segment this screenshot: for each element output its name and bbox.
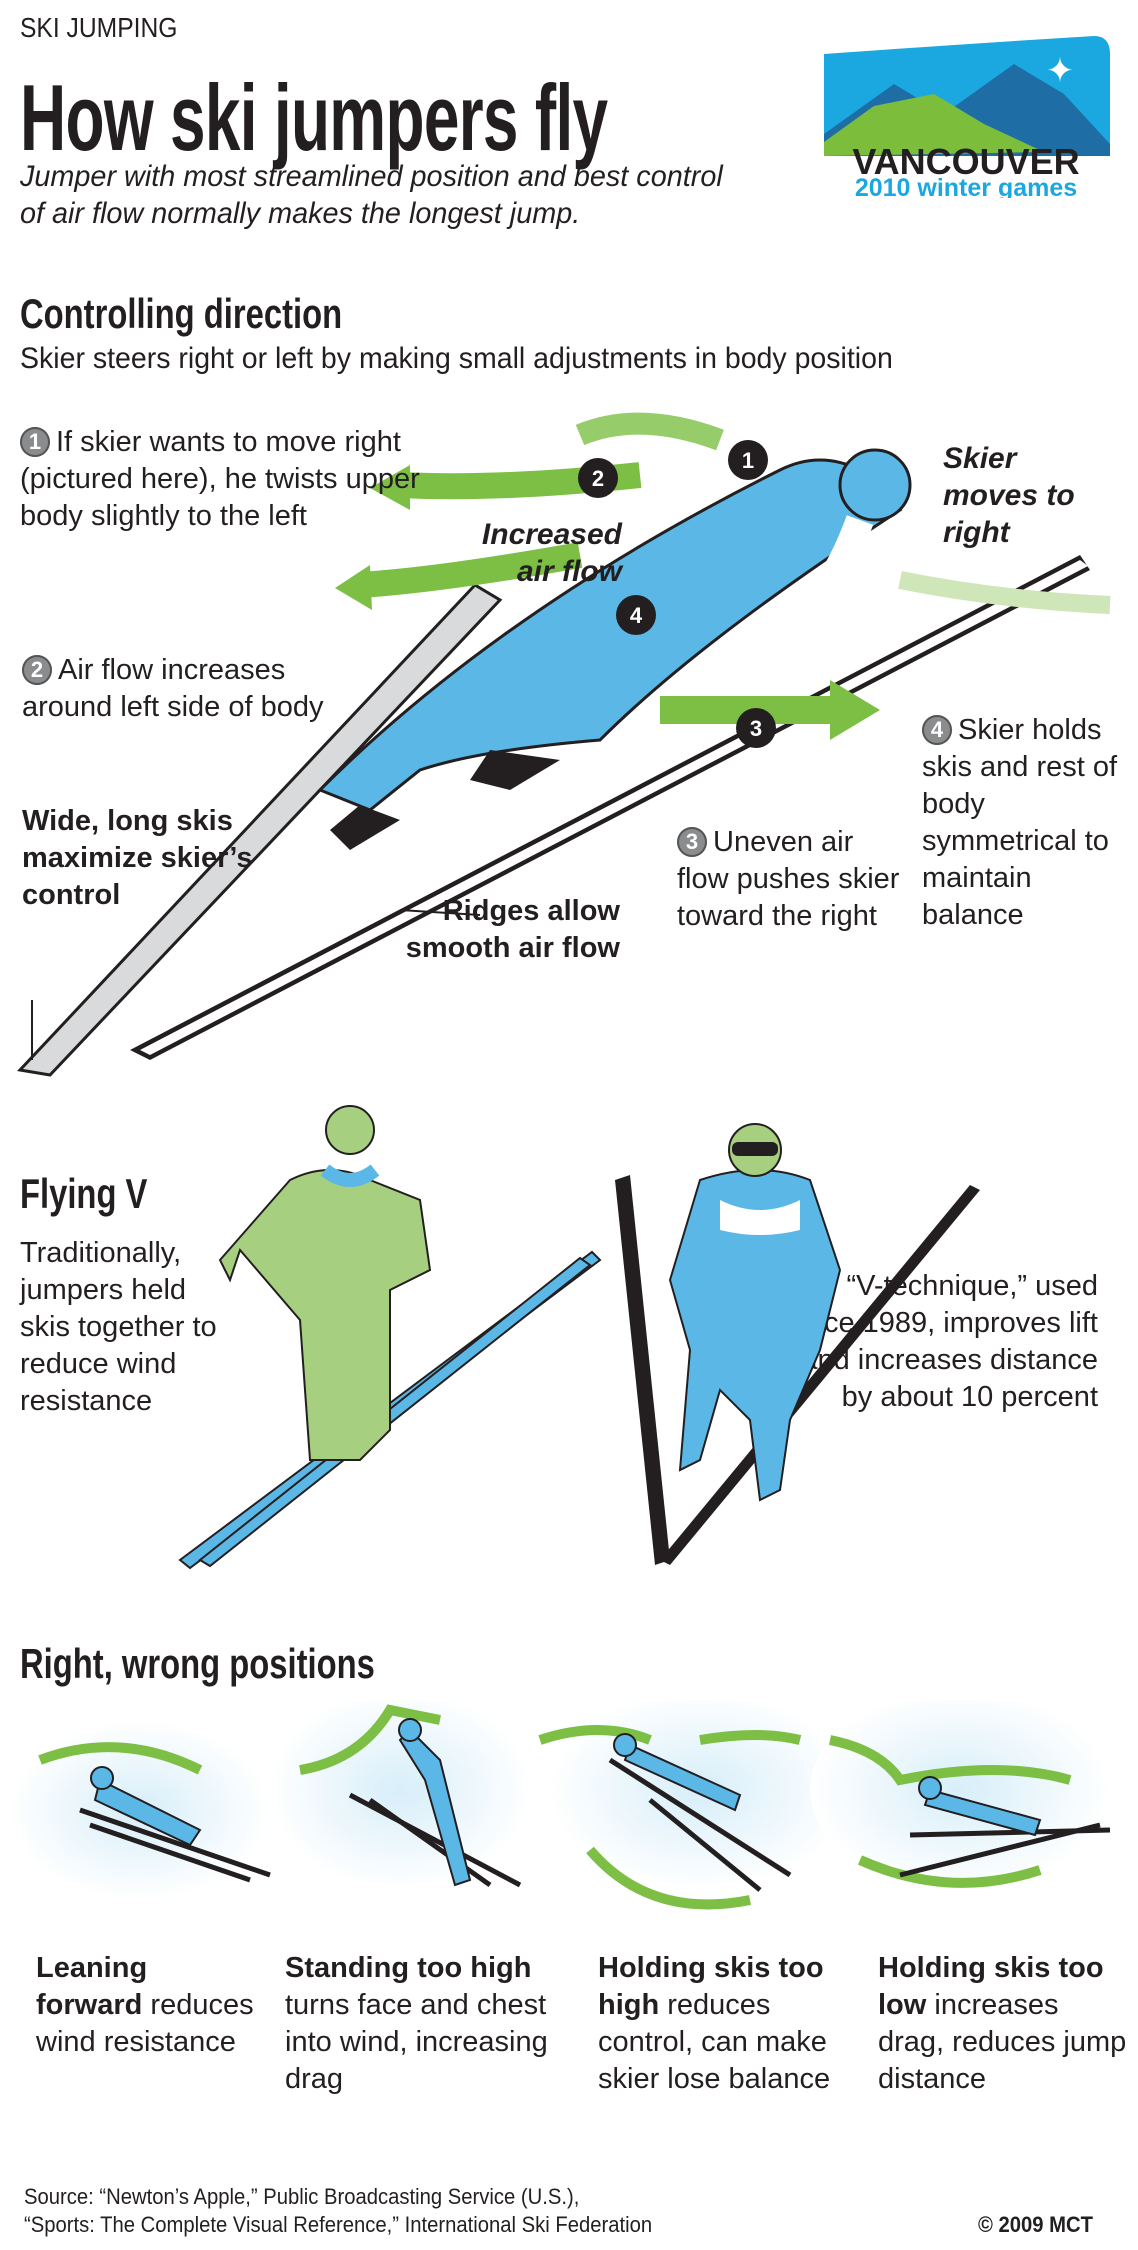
airflow-arrow [359, 542, 583, 598]
section-heading-flying-v: Flying V [20, 1170, 148, 1217]
kicker: SKI JUMPING [20, 12, 178, 43]
flying-v-illustration [178, 1105, 980, 1570]
section-heading-positions: Right, wrong positions [20, 1640, 375, 1687]
label-increased-air: Increased air flow [481, 518, 622, 588]
source-line-2: “Sports: The Complete Visual Reference,”… [24, 2212, 653, 2237]
badge-1: 1 [728, 440, 768, 480]
v-technique-text: “V-technique,” used since 1989, improves… [786, 1270, 1098, 1413]
caption-leaning-forward: Leaning forward reduces wind resistance [36, 1952, 254, 2058]
label-ridges: Ridges allow smooth air flow [405, 895, 620, 964]
traditional-jumper [178, 1105, 602, 1570]
copyright: © 2009 MCT [978, 2212, 1094, 2237]
controlling-intro: Skier steers right or left by making sma… [20, 342, 893, 375]
svg-text:1: 1 [742, 448, 754, 473]
caption-skis-too-low: Holding skis too low increases drag, red… [878, 1952, 1127, 2095]
svg-text:4: 4 [630, 603, 643, 628]
badge-1: 1 [20, 427, 50, 457]
position-skis-too-low [810, 1700, 1111, 1890]
maple-leaf-icon: ✦ [1046, 52, 1075, 90]
traditional-text: Traditionally, jumpers held skis togethe… [20, 1237, 217, 1417]
label-moves-right: Skier moves to right [943, 442, 1075, 549]
position-leaning-forward [10, 1720, 271, 1900]
svg-text:2: 2 [592, 466, 604, 491]
badge-3: 3 [736, 708, 776, 748]
svg-text:3: 3 [750, 716, 762, 741]
skier-steering-illustration: 1 2 4 3 [16, 412, 1111, 1077]
position-skis-too-high [538, 1700, 850, 1910]
position-standing-too-high [270, 1700, 530, 1890]
v-technique-jumper [615, 1123, 980, 1565]
logo-word: VANCOUVER [852, 141, 1079, 182]
caption-skis-too-high: Holding skis too high reduces control, c… [598, 1952, 831, 2095]
source-line-1: Source: “Newton’s Apple,” Public Broadca… [24, 2184, 580, 2209]
page-title: How ski jumpers fly [20, 65, 608, 170]
badge-4: 4 [616, 595, 656, 635]
section-heading-controlling: Controlling direction [20, 290, 343, 337]
logo-tagline: 2010 winter games [855, 174, 1077, 198]
positions-illustration [10, 1700, 1111, 1910]
badge-2: 2 [578, 458, 618, 498]
vancouver-2010-logo: ✦ VANCOUVER 2010 winter games [824, 36, 1110, 198]
left-ski [16, 583, 503, 1077]
subtitle: Jumper with most streamlined position an… [20, 160, 723, 230]
caption-standing-too-high: Standing too high turns face and chest i… [285, 1952, 548, 2095]
skier-helmet [838, 448, 912, 522]
label-wide-skis: Wide, long skis maximize skier’s control [22, 805, 253, 911]
